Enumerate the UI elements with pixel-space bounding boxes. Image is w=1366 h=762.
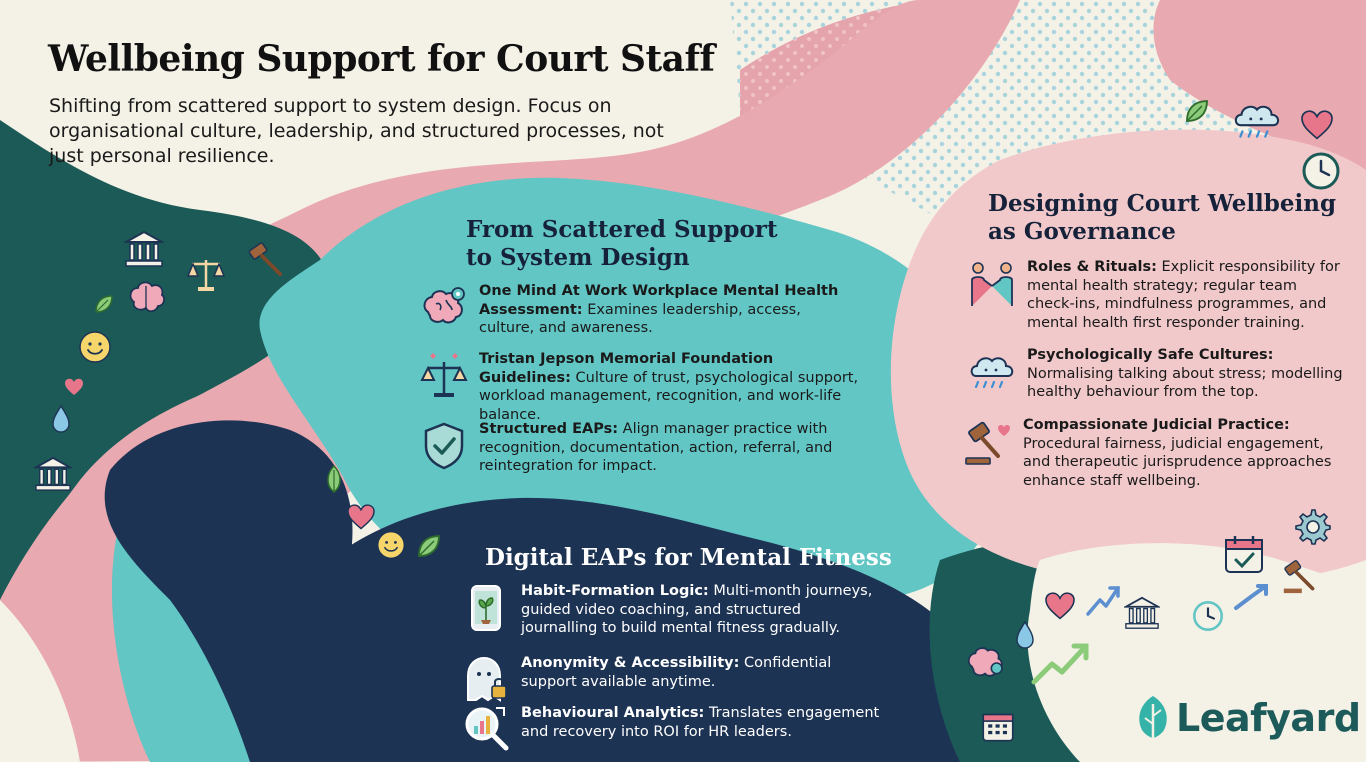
list-item-habit-formation: Habit-Formation Logic: Multi-month journ…: [460, 582, 880, 638]
heart-icon: [1045, 592, 1075, 620]
trend-arrow-icon: [1234, 584, 1268, 610]
water-drop-icon: [1016, 620, 1034, 649]
magnifier-chart-icon: [465, 707, 509, 751]
heart-icon: [347, 504, 375, 530]
refresh-clock-icon: [1193, 601, 1223, 631]
heart-icon: [65, 378, 83, 395]
leaf-icon: [418, 535, 440, 557]
leaf-icon: [327, 464, 341, 493]
leaf-icon: [1186, 100, 1208, 122]
gavel-heart-icon: [965, 421, 1010, 465]
roles-rituals-text: Roles & Rituals: Explicit responsibility…: [1027, 259, 1340, 331]
behavioural-text: Behavioural Analytics: Translates engage…: [521, 705, 880, 740]
brand-logo: Leafyard: [1134, 694, 1361, 742]
leaf-icon: [95, 295, 113, 313]
list-item-structured-eaps: Structured EAPs: Align manager practice …: [418, 420, 848, 476]
brand-name: Leafyard: [1176, 696, 1361, 740]
list-item-compassionate: Compassionate Judicial Practice: Procedu…: [962, 416, 1346, 490]
section-title-governance: Designing Court Wellbeing as Governance: [988, 190, 1337, 245]
list-item-anonymity: Anonymity & Accessibility: Confidential …: [460, 654, 880, 706]
gavel-icon: [248, 242, 282, 276]
list-item-behavioural: Behavioural Analytics: Translates engage…: [460, 704, 880, 756]
rain-cloud-icon: [1234, 105, 1280, 138]
section-title-digital: Digital EAPs for Mental Fitness: [485, 544, 892, 571]
courthouse-icon: [124, 230, 164, 267]
leaf-logo-icon: [1139, 696, 1167, 740]
heart-icon: [1301, 110, 1333, 140]
anonymity-text: Anonymity & Accessibility: Confidential …: [521, 655, 832, 690]
rain-cloud-icon: [970, 357, 1014, 389]
brain-gear-icon: [423, 287, 465, 324]
clock-icon: [1302, 152, 1340, 190]
shield-check-icon: [424, 422, 464, 470]
growth-arrow-icon: [1031, 643, 1089, 685]
list-item-one-mind: One Mind At Work Workplace Mental Health…: [418, 282, 858, 338]
page-title: Wellbeing Support for Court Staff: [48, 38, 715, 80]
scales-icon: [420, 353, 468, 397]
tristan-jepson-text: Tristan Jepson Memorial Foundation Guide…: [479, 351, 859, 423]
smiley-icon: [377, 531, 405, 559]
scales-icon: [186, 260, 226, 291]
section-title-system-design: From Scattered Support to System Design: [466, 216, 778, 271]
calendar-check-icon: [1225, 536, 1263, 573]
smiley-icon: [79, 331, 111, 363]
water-drop-icon: [52, 404, 70, 433]
habit-formation-text: Habit-Formation Logic: Multi-month journ…: [521, 583, 873, 636]
trend-arrow-icon: [1086, 586, 1120, 616]
compassionate-text: Compassionate Judicial Practice: Procedu…: [1023, 417, 1332, 489]
phone-sprout-icon: [471, 585, 501, 631]
one-mind-text: One Mind At Work Workplace Mental Health…: [479, 283, 839, 336]
gavel-icon: [1283, 560, 1315, 594]
brain-icon: [129, 281, 165, 313]
list-item-roles-rituals: Roles & Rituals: Explicit responsibility…: [966, 258, 1346, 332]
structured-eaps-text: Structured EAPs: Align manager practice …: [479, 421, 833, 474]
list-item-psych-safe: Psychologically Safe Cultures: Normalisi…: [966, 346, 1346, 402]
page-subtitle: Shifting from scattered support to syste…: [49, 95, 664, 167]
courthouse-icon: [34, 456, 72, 491]
brain-gear-icon: [967, 647, 1003, 677]
calendar-icon: [982, 713, 1014, 742]
gear-icon: [1295, 509, 1331, 545]
courthouse-icon: [1124, 596, 1160, 629]
ghost-lock-icon: [467, 656, 507, 702]
psych-safe-text: Psychologically Safe Cultures: Normalisi…: [1027, 347, 1343, 400]
list-item-tristan-jepson: Tristan Jepson Memorial Foundation Guide…: [418, 350, 868, 424]
handshake-icon: [971, 262, 1013, 306]
